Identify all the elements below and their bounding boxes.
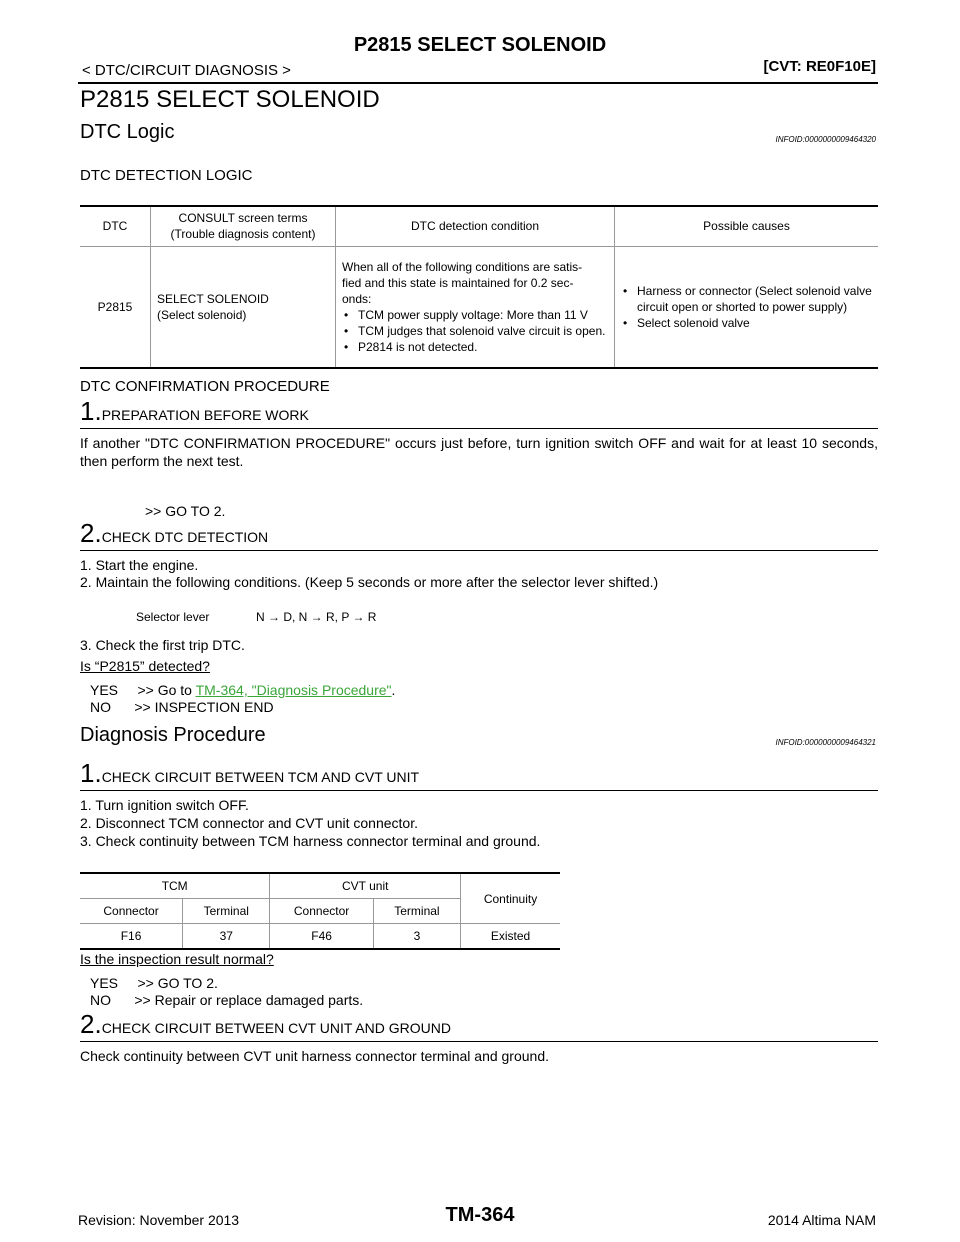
- header-model: [CVT: RE0F10E]: [763, 58, 876, 75]
- confirm-step2-item1: 1. Start the engine.: [80, 557, 199, 573]
- cell-continuity: Existed: [460, 923, 560, 949]
- group-header-cvt: CVT unit: [269, 873, 461, 899]
- continuity-table: TCM CVT unit Continuity Connector Termin…: [80, 872, 560, 950]
- step-title: PREPARATION BEFORE WORK: [101, 407, 309, 423]
- step-divider: [80, 428, 878, 429]
- step-divider: [80, 790, 878, 791]
- sub-header-connector: Connector: [269, 898, 374, 924]
- step-title: CHECK CIRCUIT BETWEEN CVT UNIT AND GROUN…: [101, 1020, 451, 1036]
- diag-step1-item1: 1. Turn ignition switch OFF.: [80, 797, 249, 813]
- col-header-dtc: DTC: [80, 206, 151, 247]
- diag-step1-item3: 3. Check continuity between TCM harness …: [80, 833, 541, 849]
- diagnosis-infoid: INFOID:0000000009464321: [775, 738, 876, 747]
- confirm-step2-question: Is “P2815” detected?: [80, 658, 210, 674]
- condition-item: TCM power supply voltage: More than 11 V: [344, 307, 608, 323]
- cause-item: Harness or connector (Select solenoid va…: [623, 283, 872, 315]
- step-number: 1.: [80, 758, 102, 788]
- confirm-step1-heading: 1.PREPARATION BEFORE WORK: [80, 398, 309, 425]
- step-number: 2.: [80, 1009, 102, 1039]
- confirm-step2-no: NO >> INSPECTION END: [90, 699, 274, 715]
- col-header-consult: CONSULT screen terms (Trouble diagnosis …: [150, 206, 336, 247]
- dtc-logic-heading: DTC Logic: [80, 121, 175, 143]
- col-header-causes: Possible causes: [614, 206, 878, 247]
- footer-revision: Revision: November 2013: [78, 1212, 240, 1228]
- dtc-logic-infoid: INFOID:0000000009464320: [775, 135, 876, 144]
- dtc-detection-logic-subheading: DTC DETECTION LOGIC: [80, 167, 253, 184]
- confirm-step2-yes: YES >> Go to TM-364, "Diagnosis Procedur…: [90, 681, 395, 699]
- confirm-step2-item2: 2. Maintain the following conditions. (K…: [80, 574, 659, 590]
- step-number: 1.: [80, 396, 102, 426]
- header-title: P2815 SELECT SOLENOID: [353, 34, 607, 56]
- diag-step2-text: Check continuity between CVT unit harnes…: [80, 1048, 550, 1064]
- diag-step1-item2: 2. Disconnect TCM connector and CVT unit…: [80, 815, 418, 831]
- selector-lever-label: Selector lever: [136, 610, 210, 624]
- selector-lever-value: N → D, N → R, P → R: [256, 610, 377, 624]
- header-divider: [78, 82, 878, 84]
- yes-prefix: YES >> Go to: [90, 682, 196, 698]
- step-title: CHECK CIRCUIT BETWEEN TCM AND CVT UNIT: [101, 769, 420, 785]
- confirm-step2-heading: 2.CHECK DTC DETECTION: [80, 520, 268, 547]
- detection-condition: When all of the following conditions are…: [335, 246, 615, 368]
- cell-cvt-connector: F46: [269, 923, 374, 949]
- diag-step1-no: NO >> Repair or replace damaged parts.: [90, 992, 364, 1008]
- condition-item: TCM judges that solenoid valve circuit i…: [344, 323, 608, 339]
- consult-term-1: SELECT SOLENOID: [157, 291, 269, 306]
- step-divider: [80, 550, 878, 551]
- group-header-tcm: TCM: [80, 873, 270, 899]
- step-divider: [80, 1041, 878, 1042]
- dtc-code: P2815: [97, 299, 133, 314]
- page-title: P2815 SELECT SOLENOID: [80, 86, 380, 113]
- step-title: CHECK DTC DETECTION: [101, 529, 269, 545]
- dtc-logic-table: DTC CONSULT screen terms (Trouble diagno…: [80, 205, 878, 369]
- header-section: < DTC/CIRCUIT DIAGNOSIS >: [82, 62, 291, 79]
- confirmation-subheading: DTC CONFIRMATION PROCEDURE: [80, 378, 330, 395]
- footer-page-number: TM-364: [445, 1204, 515, 1226]
- condition-intro: When all of the following conditions are…: [342, 259, 583, 306]
- diag-step1-question: Is the inspection result normal?: [80, 951, 274, 967]
- possible-causes: Harness or connector (Select solenoid va…: [614, 246, 878, 368]
- cause-item: Select solenoid valve: [623, 315, 872, 331]
- confirm-step1-goto: >> GO TO 2.: [145, 503, 226, 519]
- diagnosis-procedure-link[interactable]: TM-364, "Diagnosis Procedure": [195, 682, 392, 698]
- diagnosis-heading: Diagnosis Procedure: [80, 724, 266, 746]
- cell-tcm-connector: F16: [120, 929, 142, 943]
- confirm-step2-item3: 3. Check the first trip DTC.: [80, 637, 245, 653]
- sub-header-terminal: Terminal: [372, 898, 461, 924]
- col-header-continuity: Continuity: [460, 873, 560, 924]
- col-header-condition: DTC detection condition: [335, 206, 615, 247]
- consult-terms: SELECT SOLENOID (Select solenoid): [150, 246, 336, 368]
- diag-step2-heading: 2.CHECK CIRCUIT BETWEEN CVT UNIT AND GRO…: [80, 1011, 451, 1038]
- condition-item: P2814 is not detected.: [344, 339, 608, 355]
- confirm-step1-text: If another "DTC CONFIRMATION PROCEDURE" …: [80, 435, 878, 469]
- consult-term-2: (Select solenoid): [157, 307, 247, 322]
- yes-suffix: .: [391, 682, 396, 698]
- step-number: 2.: [80, 518, 102, 548]
- diag-step1-heading: 1.CHECK CIRCUIT BETWEEN TCM AND CVT UNIT: [80, 760, 419, 787]
- cell-tcm-terminal: 37: [182, 923, 270, 949]
- sub-header-terminal: Terminal: [182, 898, 270, 924]
- footer-vehicle: 2014 Altima NAM: [767, 1212, 876, 1228]
- diag-step1-yes: YES >> GO TO 2.: [90, 975, 218, 991]
- sub-header-connector: Connector: [80, 898, 183, 924]
- cell-cvt-terminal: 3: [372, 923, 461, 949]
